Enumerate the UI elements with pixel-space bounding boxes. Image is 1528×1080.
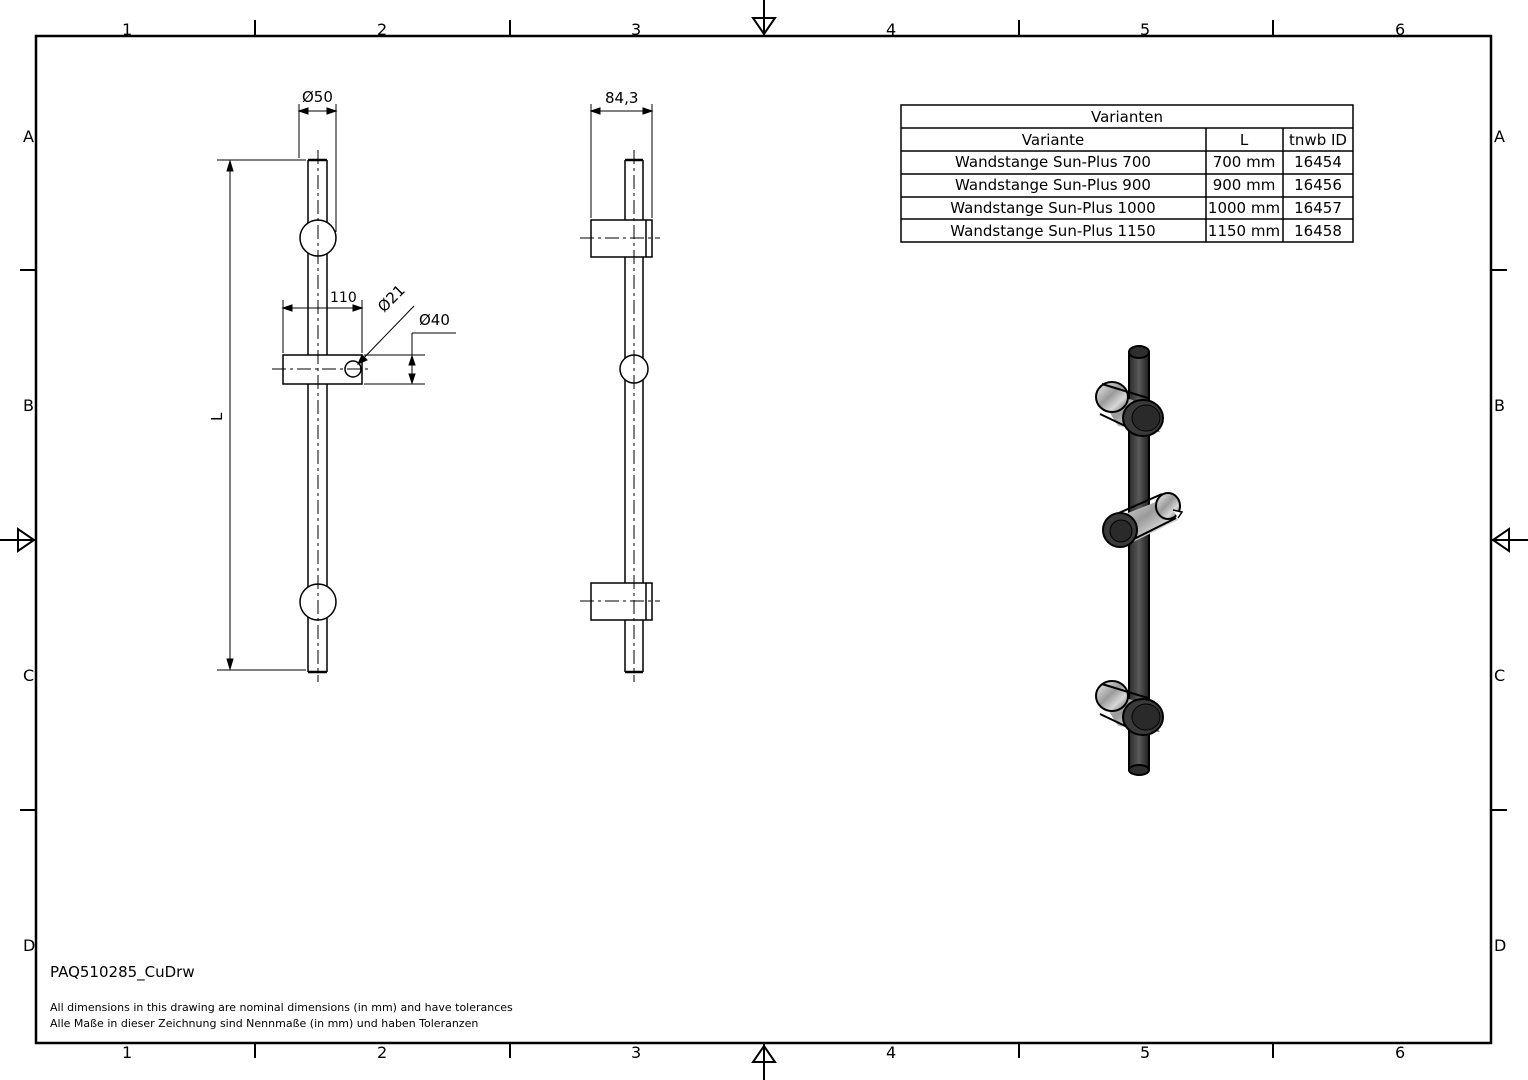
table-cell-id-1000: 16457 [1294, 199, 1342, 217]
zone-row-d-right: D [1494, 936, 1506, 955]
zone-col-5-top: 5 [1140, 20, 1150, 39]
zone-col-3-top: 3 [631, 20, 641, 39]
table-cell-variant-1000: Wandstange Sun-Plus 1000 [950, 199, 1155, 217]
dim-diameter-40: Ø40 [419, 311, 450, 329]
tolerance-notes: All dimensions in this drawing are nomin… [50, 1000, 513, 1032]
zone-row-a-right: A [1494, 127, 1505, 146]
dim-offset-110: 110 [330, 290, 357, 306]
zone-col-4-top: 4 [886, 20, 896, 39]
frame-ticks [20, 20, 1507, 1058]
zone-col-2-top: 2 [377, 20, 387, 39]
zone-row-c-right: C [1494, 666, 1505, 685]
table-cell-variant-700: Wandstange Sun-Plus 700 [955, 153, 1151, 171]
zone-row-b-right: B [1494, 396, 1505, 415]
table-cell-variant-900: Wandstange Sun-Plus 900 [955, 176, 1151, 194]
zone-col-1-bottom: 1 [122, 1043, 132, 1062]
zone-col-6-bottom: 6 [1395, 1043, 1405, 1062]
document-id: PAQ510285_CuDrw [50, 963, 195, 981]
dim-diameter-21: Ø21 [374, 281, 409, 316]
zone-col-5-bottom: 5 [1140, 1043, 1150, 1062]
zone-col-1-top: 1 [122, 20, 132, 39]
isometric-render [1095, 345, 1184, 776]
table-cell-id-700: 16454 [1294, 153, 1342, 171]
dim-diameter-50: Ø50 [302, 88, 333, 106]
table-cell-length-700: 700 mm [1213, 153, 1276, 171]
note-english: All dimensions in this drawing are nomin… [50, 1001, 513, 1014]
table-cell-variant-1150: Wandstange Sun-Plus 1150 [950, 222, 1155, 240]
table-header-variante: Variante [1022, 131, 1084, 149]
table-cell-length-900: 900 mm [1213, 176, 1276, 194]
zone-col-4-bottom: 4 [886, 1043, 896, 1062]
zone-col-6-top: 6 [1395, 20, 1405, 39]
zone-row-c-left: C [23, 666, 34, 685]
zone-row-b-left: B [23, 396, 34, 415]
zone-col-3-bottom: 3 [631, 1043, 641, 1062]
table-cell-id-1150: 16458 [1294, 222, 1342, 240]
table-cell-id-900: 16456 [1294, 176, 1342, 194]
table-cell-length-1150: 1150 mm [1208, 222, 1280, 240]
dim-depth-84-3: 84,3 [605, 89, 638, 107]
side-view [580, 104, 660, 682]
table-title: Varianten [1091, 108, 1163, 126]
note-german: Alle Maße in dieser Zeichnung sind Nennm… [50, 1017, 479, 1030]
zone-row-d-left: D [23, 936, 35, 955]
table-header-id: tnwb ID [1289, 131, 1347, 149]
variants-table [900, 104, 1354, 243]
table-header-l: L [1240, 131, 1249, 149]
zone-col-2-bottom: 2 [377, 1043, 387, 1062]
table-cell-length-1000: 1000 mm [1208, 199, 1280, 217]
zone-row-a-left: A [23, 127, 34, 146]
dim-length-l: L [208, 412, 226, 421]
front-view [217, 104, 456, 682]
